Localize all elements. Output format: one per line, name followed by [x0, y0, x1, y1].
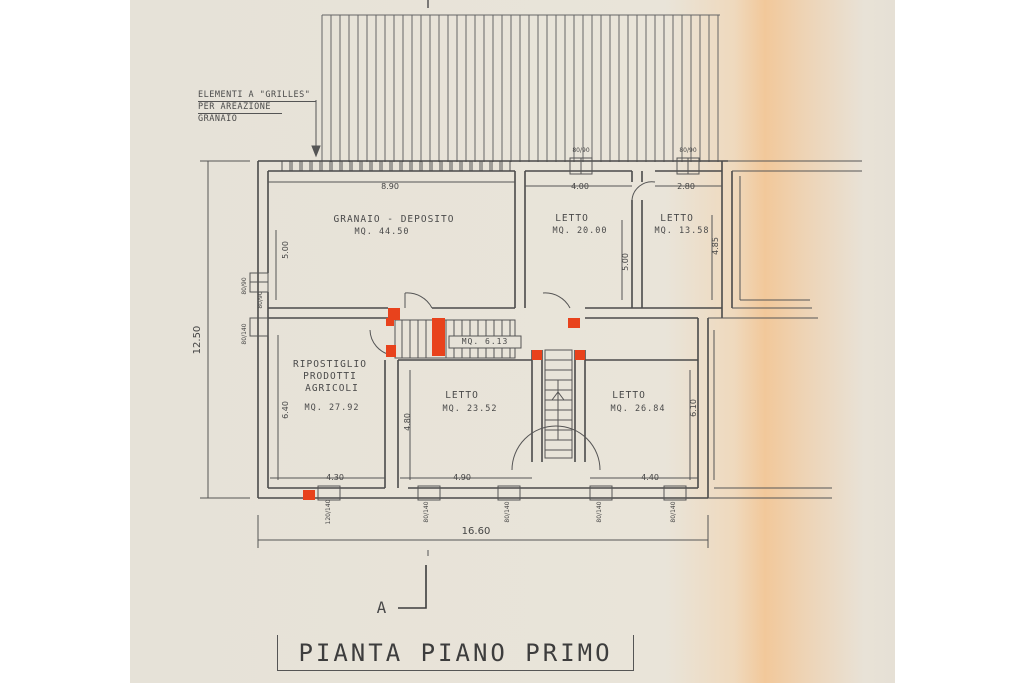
section-marker-arrow: [398, 565, 427, 609]
extension-lines: [200, 160, 862, 556]
note-line-1: ELEMENTI A "GRILLES": [198, 90, 316, 102]
columns: [303, 308, 585, 500]
grilles: [281, 160, 511, 172]
door-swings: [369, 181, 656, 471]
plan-title: PIANTA PIANO PRIMO: [277, 635, 634, 671]
staircase: [394, 319, 573, 459]
note-line-2: PER AREAZIONE: [198, 102, 282, 114]
roof-hatch: [321, 14, 720, 162]
grilles-note: ELEMENTI A "GRILLES" PER AREAZIONE GRANA…: [198, 90, 316, 125]
note-leader: [311, 100, 321, 158]
windows: [249, 157, 700, 501]
walls: [257, 160, 733, 499]
note-line-3: GRANAIO: [198, 114, 238, 124]
